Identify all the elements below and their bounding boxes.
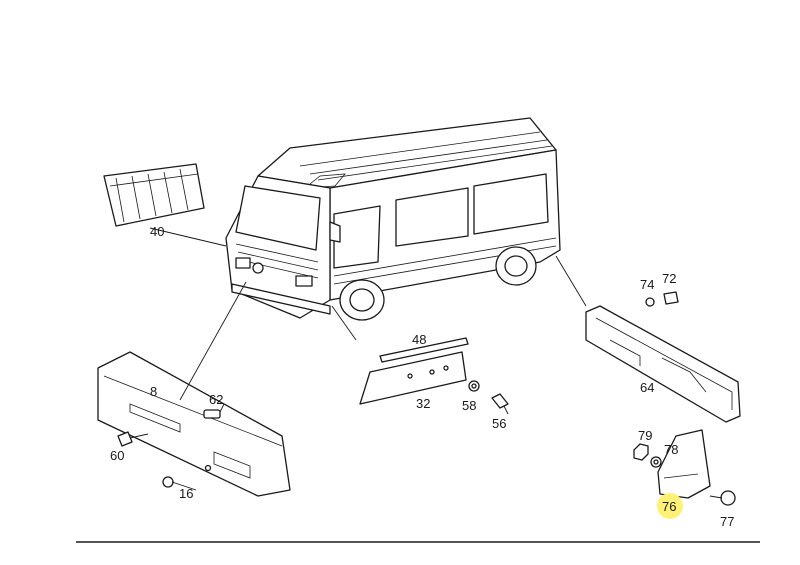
part-77-clip-screw <box>709 490 736 506</box>
part-32-side-moulding <box>331 305 467 405</box>
part-72-bolt <box>663 291 679 305</box>
label-32: 32 <box>416 396 430 411</box>
part-60-bolt <box>117 431 149 447</box>
label-48: 48 <box>412 332 426 347</box>
van-illustration <box>225 117 561 321</box>
part-58-washer <box>468 380 480 392</box>
label-8: 8 <box>150 384 157 399</box>
label-79: 79 <box>638 428 652 443</box>
part-16-screw <box>162 476 197 491</box>
label-74: 74 <box>640 277 654 292</box>
part-56-bolt <box>491 393 509 415</box>
label-58: 58 <box>462 398 476 413</box>
label-72: 72 <box>662 271 676 286</box>
label-76: 76 <box>662 499 676 514</box>
part-8-front-bumper <box>97 281 291 497</box>
label-16: 16 <box>179 486 193 501</box>
highlight-marker <box>657 493 683 519</box>
label-56: 56 <box>492 416 506 431</box>
part-74-washer <box>645 297 655 307</box>
part-76-corner-bumper-cap <box>657 429 711 499</box>
label-77: 77 <box>720 514 734 529</box>
label-64: 64 <box>640 380 654 395</box>
part-79-nut <box>633 443 649 461</box>
label-62: 62 <box>209 392 223 407</box>
part-78-washer <box>650 456 662 468</box>
label-40: 40 <box>150 224 164 239</box>
part-62-pin <box>203 403 225 419</box>
label-60: 60 <box>110 448 124 463</box>
part-40-front-grille-panel <box>103 163 227 247</box>
part-48-trim-strip <box>379 337 469 363</box>
part-64-rear-bumper-bracket <box>555 255 741 423</box>
label-78: 78 <box>664 442 678 457</box>
